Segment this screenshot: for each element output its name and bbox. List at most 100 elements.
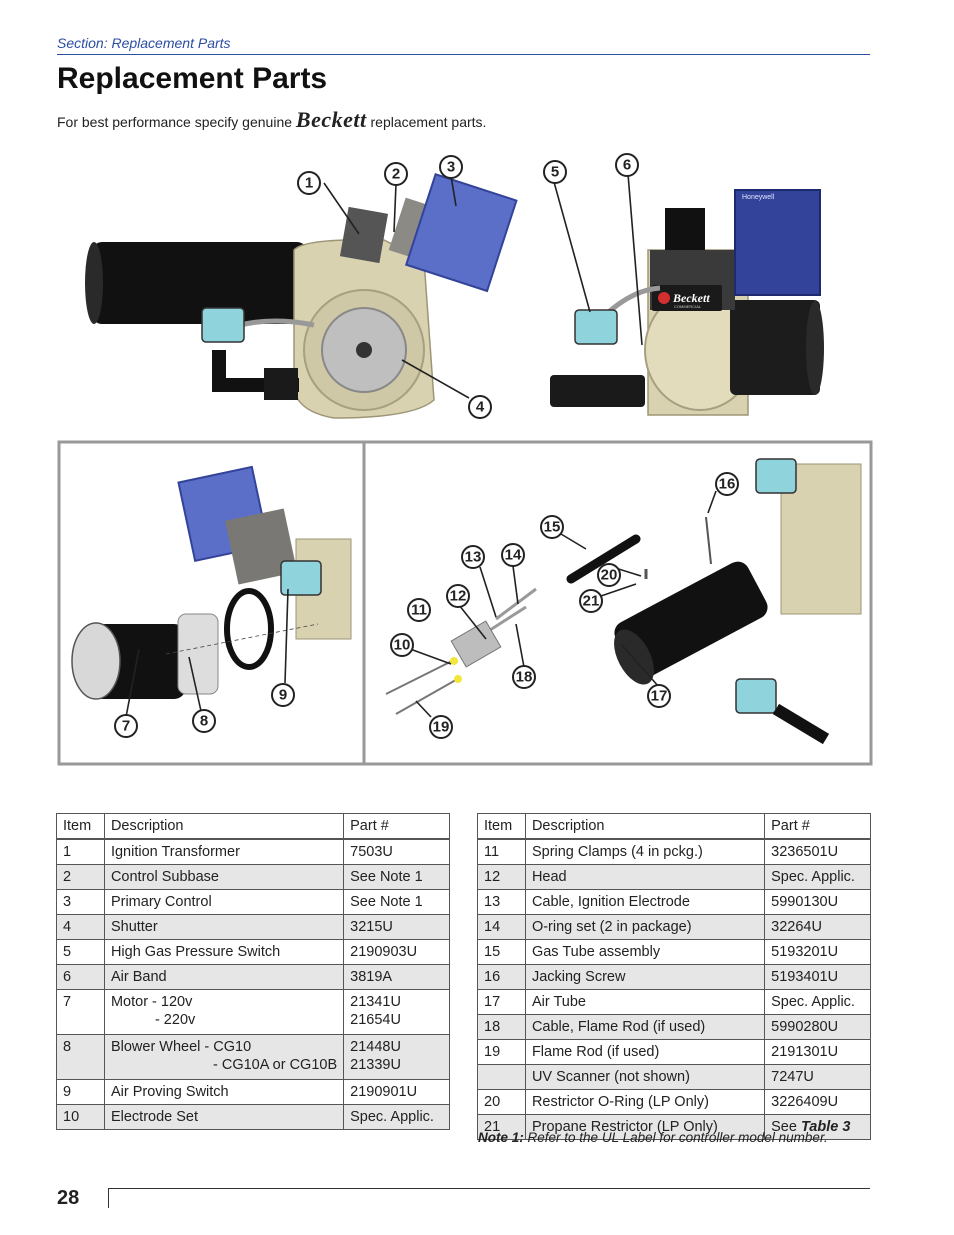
- part-line: 21341U: [350, 994, 401, 1010]
- description-cell: Head: [524, 864, 766, 890]
- svg-text:2: 2: [392, 166, 400, 183]
- description-cell: Air Proving Switch: [103, 1079, 345, 1105]
- description-cell: O-ring set (2 in package): [524, 914, 766, 940]
- table-header-row: Item Description Part #: [477, 813, 871, 840]
- exploded-view-frame: 7 8 9 10 11 12 13 14 15 16 17 18 19 20 2…: [57, 440, 873, 766]
- note-label: Note 1:: [478, 1130, 524, 1145]
- col-header-item: Item: [56, 813, 105, 840]
- description-cell: Primary Control: [103, 889, 345, 915]
- description-cell: Electrode Set: [103, 1104, 345, 1130]
- description-line: - 220v: [154, 1012, 196, 1028]
- col-header-item: Item: [477, 813, 526, 840]
- part-cell: 2190901U: [343, 1079, 450, 1105]
- description-cell: Flame Rod (if used): [524, 1039, 766, 1065]
- svg-text:21: 21: [583, 593, 600, 610]
- section-divider: [57, 54, 870, 55]
- description-cell: Restrictor O-Ring (LP Only): [524, 1089, 766, 1115]
- footer-divider-vertical: [108, 1188, 109, 1208]
- svg-text:6: 6: [623, 157, 631, 174]
- part-cell: 5193401U: [764, 964, 871, 990]
- part-see: See: [771, 1119, 797, 1135]
- page-title: Replacement Parts: [57, 62, 328, 95]
- item-cell: 7: [56, 989, 105, 1035]
- svg-text:10: 10: [394, 637, 411, 654]
- description-cell: Cable, Flame Rod (if used): [524, 1014, 766, 1040]
- callout-6: 6: [615, 153, 639, 177]
- svg-text:9: 9: [279, 687, 287, 704]
- part-cell: Spec. Applic.: [343, 1104, 450, 1130]
- part-cell: See Table 3: [764, 1114, 871, 1140]
- col-header-description: Description: [103, 813, 345, 840]
- item-cell: 20: [477, 1089, 526, 1115]
- item-cell: 17: [477, 989, 526, 1015]
- part-cell: 3236501U: [764, 838, 871, 865]
- item-cell: 5: [56, 939, 105, 965]
- table-header-row: Item Description Part #: [56, 813, 450, 840]
- note-1: Note 1: Refer to the UL Label for contro…: [478, 1130, 828, 1145]
- part-cell: See Note 1: [343, 864, 450, 890]
- description-cell: Ignition Transformer: [103, 838, 345, 865]
- description-cell: Control Subbase: [103, 864, 345, 890]
- part-cell: 7503U: [343, 838, 450, 865]
- callout-8: 8: [192, 709, 216, 733]
- description-line: Blower Wheel - CG10: [110, 1039, 252, 1055]
- svg-text:8: 8: [200, 713, 208, 730]
- part-cell: 2191301U: [764, 1039, 871, 1065]
- item-cell: [477, 1064, 526, 1090]
- callout-10: 10: [390, 633, 414, 657]
- col-header-part: Part #: [764, 813, 871, 840]
- footer-divider: [108, 1188, 870, 1189]
- callout-1: 1: [297, 171, 321, 195]
- callout-14: 14: [501, 543, 525, 567]
- svg-text:3: 3: [447, 159, 455, 176]
- description-cell: Motor - 120v- 220v: [103, 989, 345, 1035]
- part-line: 21339U: [350, 1057, 401, 1073]
- item-cell: 4: [56, 914, 105, 940]
- item-cell: 19: [477, 1039, 526, 1065]
- description-cell: Propane Restrictor (LP Only): [524, 1114, 766, 1140]
- svg-text:19: 19: [433, 719, 450, 736]
- burner-photo-right: Honeywell Beckett COMMERCIAL 5 6: [543, 153, 824, 416]
- svg-text:17: 17: [651, 688, 668, 705]
- callout-7: 7: [114, 714, 138, 738]
- part-cell: 2190903U: [343, 939, 450, 965]
- description-cell: Jacking Screw: [524, 964, 766, 990]
- part-cell: 3226409U: [764, 1089, 871, 1115]
- part-cell: See Note 1: [343, 889, 450, 915]
- item-cell: 12: [477, 864, 526, 890]
- part-line: 21654U: [350, 1012, 401, 1028]
- callout-11: 11: [407, 598, 431, 622]
- page-number: 28: [57, 1187, 80, 1209]
- honeywell-label: Honeywell: [742, 194, 775, 201]
- description-line: - CG10A or CG10B: [213, 1057, 338, 1073]
- beckett-brand: Beckett: [295, 107, 367, 132]
- item-cell: 2: [56, 864, 105, 890]
- description-cell: Air Tube: [524, 989, 766, 1015]
- callout-15: 15: [540, 515, 564, 539]
- description-cell: Air Band: [103, 964, 345, 990]
- callout-19: 19: [429, 715, 453, 739]
- table-row: 8 Blower Wheel - CG10- CG10A or CG10B 21…: [56, 1034, 450, 1080]
- beckett-logo-sublabel: COMMERCIAL: [674, 304, 702, 309]
- svg-text:13: 13: [465, 549, 482, 566]
- callout-13: 13: [461, 545, 485, 569]
- callout-3: 3: [439, 155, 463, 179]
- intro-before: For best performance specify genuine: [57, 114, 293, 130]
- callout-2: 2: [384, 162, 408, 186]
- intro-after: replacement parts.: [370, 114, 487, 130]
- part-cell: Spec. Applic.: [764, 864, 871, 890]
